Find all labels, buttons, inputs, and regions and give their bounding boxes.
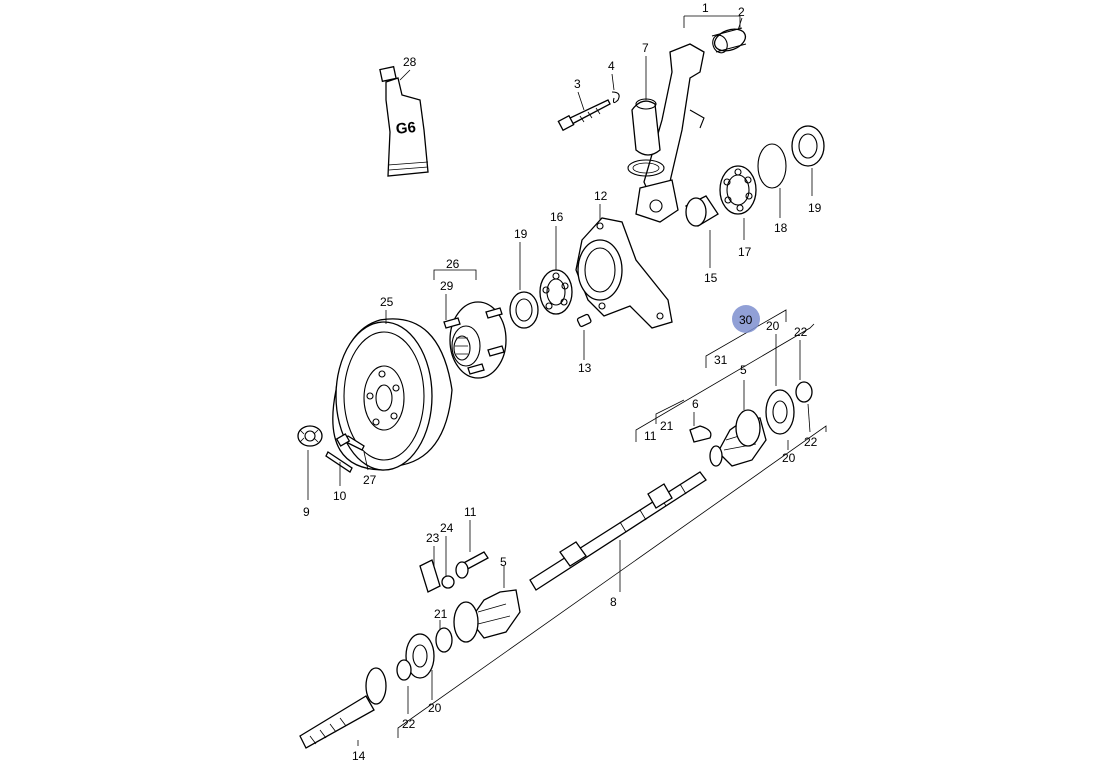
callout-14: 14: [352, 749, 366, 763]
callout-8: 8: [610, 595, 617, 609]
clip: [611, 91, 620, 104]
callout-24: 24: [440, 521, 454, 535]
callout-6: 6: [692, 397, 699, 411]
screw: [335, 433, 365, 451]
callout-17: 17: [738, 245, 752, 259]
cv-joint-left: [396, 589, 521, 681]
callout-22-top: 22: [794, 325, 808, 339]
callout-10: 10: [333, 489, 347, 503]
callout-27: 27: [363, 473, 377, 487]
dowel-pin: [576, 313, 592, 328]
callout-11-right: 11: [644, 429, 657, 443]
bearing-right: [719, 165, 757, 215]
brake-drum: [332, 318, 453, 471]
callout-9: 9: [303, 505, 310, 519]
callout-labels: 28 1 2 7 4 3 12 16 19 26 29 25 13 15 17 …: [303, 1, 822, 763]
callout-18: 18: [774, 221, 788, 235]
callout-23: 23: [426, 531, 440, 545]
bearing-left: [539, 269, 573, 315]
leader-lines: [307, 15, 827, 746]
callout-12: 12: [594, 189, 608, 203]
callout-22-right: 22: [804, 435, 818, 449]
callout-19-left: 19: [514, 227, 528, 241]
callout-20-right: 20: [782, 451, 796, 465]
callout-4: 4: [608, 59, 615, 73]
callout-21-right: 21: [660, 419, 674, 433]
stub-axle: [299, 667, 387, 749]
callout-31: 31: [714, 353, 728, 367]
callout-29: 29: [440, 279, 454, 293]
callout-20-top: 20: [766, 319, 780, 333]
seal-ring-left: [509, 291, 539, 329]
callout-13: 13: [578, 361, 592, 375]
tube-label: G6: [395, 119, 417, 138]
circlip: [757, 143, 787, 189]
grease-tube: G6: [379, 65, 429, 177]
callout-11-left: 11: [464, 505, 477, 519]
hex-bolt: [455, 551, 489, 579]
cotter-pin: [325, 451, 353, 473]
wheel-hub: [443, 301, 507, 379]
callout-1: 1: [702, 1, 709, 15]
seal-ring-right: [791, 125, 825, 167]
bushing-sleeve: [685, 195, 719, 227]
callout-3: 3: [574, 77, 581, 91]
hub-carrier: [575, 217, 673, 329]
lock-plate: [419, 559, 441, 593]
callout-15: 15: [704, 271, 718, 285]
callout-26: 26: [446, 257, 460, 271]
callout-19-right: 19: [808, 201, 822, 215]
drive-shaft: [529, 471, 707, 591]
castle-nut: [297, 425, 323, 447]
callout-30: 30: [739, 313, 753, 327]
trailing-arm: [627, 27, 747, 223]
bolt: [557, 99, 611, 132]
callout-16: 16: [550, 210, 564, 224]
callout-25: 25: [380, 295, 394, 309]
highlight-marker: [732, 305, 760, 333]
callout-22-left: 22: [402, 717, 416, 731]
callout-5-left: 5: [500, 555, 507, 569]
callout-5-right: 5: [740, 363, 747, 377]
callout-21-left: 21: [434, 607, 448, 621]
cv-joint-right: [709, 381, 813, 467]
callout-2: 2: [738, 5, 745, 19]
clamp-plate: [689, 425, 712, 443]
washer: [441, 575, 455, 589]
callout-20-left: 20: [428, 701, 442, 715]
callout-7: 7: [642, 41, 649, 55]
callout-28: 28: [403, 55, 417, 69]
